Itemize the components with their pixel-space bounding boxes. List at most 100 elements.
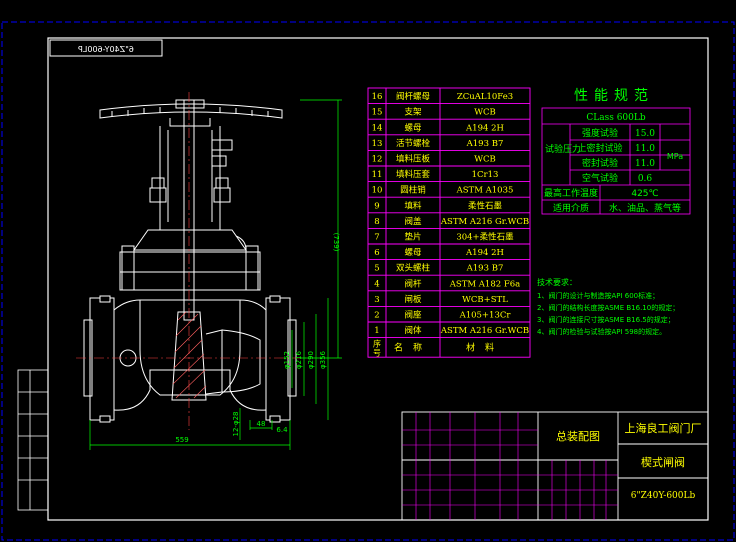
spec-row-value: 11.0: [635, 159, 655, 169]
part-material: WCB: [474, 108, 496, 118]
yoke: [149, 126, 233, 230]
dim-bolts: 12-φ28: [232, 412, 240, 437]
spec-max-temp-label: 最高工作温度: [544, 187, 598, 199]
note-item: 1、阀门的设计与制造按API 600标准；: [537, 291, 659, 300]
spec-row-label: 上密封试验: [577, 142, 622, 154]
technical-notes: 技术要求： 1、阀门的设计与制造按API 600标准； 2、阀门的结构长度按AS…: [537, 277, 679, 336]
part-name: 阀杆螺母: [396, 91, 430, 102]
spec-title: 性能规范: [574, 87, 654, 104]
title-block: 总装配图 上海良工阀门厂 楔式闸阀 6"Z40Y-600Lb: [401, 411, 709, 521]
svg-text:6"Z40Y-600LP: 6"Z40Y-600LP: [78, 45, 134, 54]
part-material: A193 B7: [466, 264, 504, 274]
part-material: WCB+STL: [462, 295, 508, 305]
outer-dashed-frame: [1, 21, 735, 541]
dimension-lines: [89, 99, 342, 450]
mirrored-drawing-number: 6"Z40Y-600LP: [49, 39, 163, 57]
part-no: 8: [374, 217, 379, 227]
part-name: 填料压套: [396, 169, 431, 180]
part-no: 3: [374, 295, 379, 305]
header-no-char: 号: [373, 349, 381, 358]
part-no: 15: [372, 108, 383, 118]
spec-medium-label: 适用介质: [553, 202, 589, 214]
spec-max-temp-value: 425℃: [631, 189, 658, 199]
dim-raised-face: 6.4: [276, 426, 288, 434]
part-name: 螺母: [404, 122, 421, 133]
spec-unit: MPa: [667, 152, 683, 161]
spec-row-label: 强度试验: [582, 127, 618, 139]
note-item: 4、阀门的检验与试验按API 598的规定。: [537, 327, 666, 336]
part-material: 304+柔性石墨: [456, 232, 514, 243]
dim-length: 559: [175, 436, 188, 444]
header-name: 名称: [394, 342, 432, 354]
dim-height: (739): [332, 233, 340, 252]
part-name: 阀盖: [404, 216, 422, 227]
part-no: 9: [374, 201, 379, 211]
part-no: 7: [374, 233, 379, 243]
part-no: 13: [372, 139, 383, 149]
bonnet: [119, 229, 261, 291]
part-name: 垫片: [404, 232, 421, 243]
part-material: 柔性石墨: [468, 200, 503, 211]
part-name: 活节螺栓: [396, 138, 431, 149]
header-material: 材料: [466, 342, 504, 354]
part-no: 16: [372, 92, 383, 102]
dim-d4: φ356: [319, 350, 327, 369]
title-product: 楔式闸阀: [641, 455, 685, 469]
part-no: 5: [374, 264, 379, 274]
part-no: 12: [372, 155, 383, 165]
spec-row-value: 0.6: [638, 174, 653, 184]
spec-row-label: 空气试验: [582, 172, 618, 184]
spec-row-label: 密封试验: [582, 157, 618, 169]
part-name: 填料压板: [396, 154, 431, 165]
part-material: ASTM A216 Gr.WCB: [440, 326, 529, 336]
part-name: 圆柱销: [400, 185, 426, 196]
seat-rings: [205, 329, 261, 395]
spec-class: CLass 600Lb: [586, 113, 645, 123]
note-item: 2、阀门的结构长度按ASME B16.10的规定；: [537, 303, 679, 312]
part-name: 双头螺柱: [396, 263, 431, 274]
part-material: A194 2H: [465, 123, 504, 133]
side-revision-strip: [17, 369, 49, 511]
part-no: 6: [374, 248, 379, 258]
dim-d2: φ216: [295, 350, 303, 369]
spec-row-value: 15.0: [635, 129, 655, 139]
note-item: 3、阀门的连接尺寸按ASME B16.5的规定；: [537, 315, 675, 324]
drawing-frame: [47, 37, 709, 521]
title-assembly: 总装配图: [556, 429, 600, 443]
part-no: 14: [372, 123, 383, 133]
part-name: 阀体: [404, 325, 422, 336]
valve-section-view: [76, 92, 306, 430]
dim-d3: φ290: [307, 351, 315, 369]
valve-body: [83, 295, 297, 423]
title-model: 6"Z40Y-600Lb: [631, 491, 696, 501]
part-name: 填料: [404, 200, 422, 211]
part-name: 阀杆: [404, 278, 422, 289]
part-material: ZCuAL10Fe3: [457, 92, 513, 102]
centerlines: [76, 92, 306, 430]
part-name: 支架: [404, 107, 422, 118]
spec-row-value: 11.0: [635, 144, 655, 154]
part-material: A194 2H: [465, 248, 504, 258]
gate-wedge: [171, 311, 207, 401]
part-material: A193 B7: [466, 139, 504, 149]
header-no-char: 序: [373, 339, 381, 349]
part-no: 11: [372, 170, 383, 180]
title-company: 上海良工阀门厂: [625, 421, 702, 435]
part-no: 10: [372, 186, 383, 196]
dim-flange-thk: 48: [257, 420, 266, 428]
part-no: 2: [374, 311, 379, 321]
part-material: ASTM A182 F6a: [449, 279, 520, 289]
part-material: ASTM A216 Gr.WCB: [440, 217, 529, 227]
part-name: 闸板: [404, 294, 422, 305]
spec-medium-value: 水、油品、蒸气等: [609, 202, 681, 214]
dimension-text: 559 (739) φ152 φ216 φ290 φ356 12-φ28 48 …: [175, 233, 340, 444]
handwheel: [99, 99, 283, 127]
part-name: 阀座: [404, 310, 422, 321]
part-no: 4: [374, 279, 379, 289]
dim-d1: φ152: [283, 351, 291, 369]
part-name: 螺母: [404, 247, 421, 258]
notes-title: 技术要求：: [537, 277, 577, 287]
